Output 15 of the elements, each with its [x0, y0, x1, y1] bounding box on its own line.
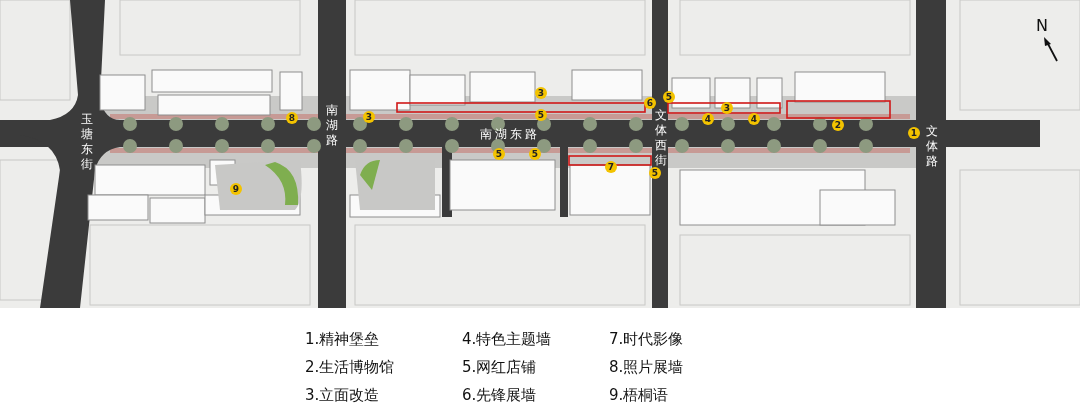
legend-item: 7.时代影像: [609, 330, 684, 349]
legend-item: 2.生活博物馆: [305, 358, 395, 377]
legend-item: 9.梧桐语: [609, 386, 669, 405]
street-name: 南湖东路: [480, 127, 540, 142]
legend-item: 5.网红店铺: [462, 358, 537, 377]
street-name: 文体路: [925, 124, 938, 169]
street-name: 玉塘东街: [80, 112, 93, 172]
legend-item: 8.照片展墙: [609, 358, 684, 377]
north-label: N: [1036, 16, 1048, 35]
legend-item: 4.特色主题墙: [462, 330, 552, 349]
legend-item: 1.精神堡垒: [305, 330, 380, 349]
legend-item: 3.立面改造: [305, 386, 380, 405]
street-name: 文体西街: [654, 108, 667, 168]
legend-item: 6.先锋展墙: [462, 386, 537, 405]
street-name: 南湖路: [325, 103, 338, 148]
